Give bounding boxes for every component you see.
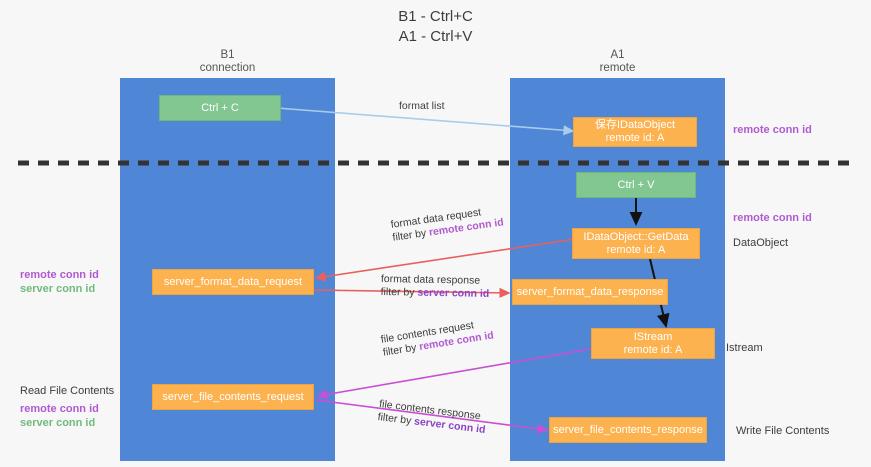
- note-left-server-conn-id-2: server conn id: [20, 417, 96, 429]
- box-save-idataobject[interactable]: 保存IDataObject remote id: A: [573, 117, 697, 147]
- box-server-format-data-response[interactable]: server_format_data_response: [512, 279, 668, 305]
- box-ctrl-c[interactable]: Ctrl + C: [159, 95, 281, 121]
- note-right-write-file-contents: Write File Contents: [736, 425, 830, 437]
- label-format-data-response-filter-prefix: filter by: [380, 285, 418, 299]
- box-ctrl-c-label: Ctrl + C: [201, 101, 239, 114]
- lane-header-a1: A1 remote: [510, 49, 725, 75]
- note-right-dataobject: DataObject: [733, 237, 789, 249]
- box-istream-line-2: remote id: A: [623, 343, 683, 356]
- lane-header-a1-role: remote: [599, 62, 636, 74]
- box-istream-line-1: IStream: [633, 330, 673, 343]
- box-istream[interactable]: IStream remote id: A: [591, 328, 715, 359]
- label-format-list: format list: [399, 100, 445, 112]
- note-right-remote-conn-id-top: remote conn id: [733, 124, 812, 136]
- note-left-remote-conn-id: remote conn id: [20, 269, 99, 281]
- label-format-data-request: format data request filter by remote con…: [390, 203, 505, 244]
- box-ctrl-v[interactable]: Ctrl + V: [576, 172, 696, 198]
- box-server-file-contents-response-label: server_file_contents_response: [553, 423, 703, 436]
- page-title: B1 - Ctrl+C A1 - Ctrl+V: [0, 7, 871, 47]
- note-left-server-conn-id: server conn id: [20, 283, 96, 295]
- box-server-format-data-request-label: server_format_data_request: [163, 275, 303, 288]
- note-left-remote-conn-id-2: remote conn id: [20, 403, 99, 415]
- box-idataobject-getdata-line-2: remote id: A: [606, 243, 666, 256]
- label-file-contents-response: file contents response filter by server …: [377, 398, 488, 437]
- note-right-istream: Istream: [726, 342, 763, 354]
- box-ctrl-v-label: Ctrl + V: [617, 178, 655, 191]
- box-idataobject-getdata-line-1: IDataObject::GetData: [583, 230, 689, 243]
- lane-header-b1: B1 connection: [120, 49, 335, 75]
- label-format-data-response-filter-key: server conn id: [417, 286, 490, 300]
- label-file-contents-request: file contents request filter by remote c…: [380, 316, 495, 359]
- box-idataobject-getdata[interactable]: IDataObject::GetData remote id: A: [572, 228, 700, 259]
- box-save-idataobject-line-2: remote id: A: [605, 132, 665, 144]
- title-line-2: A1 - Ctrl+V: [398, 28, 473, 45]
- box-server-file-contents-response[interactable]: server_file_contents_response: [549, 417, 707, 443]
- box-server-format-data-request[interactable]: server_format_data_request: [152, 269, 314, 295]
- label-format-data-response: format data response filter by server co…: [381, 273, 490, 301]
- label-format-data-response-text: format data response: [380, 273, 481, 287]
- box-server-file-contents-request-label: server_file_contents_request: [162, 390, 304, 403]
- lane-header-b1-name: B1: [220, 49, 235, 61]
- note-read-file-contents: Read File Contents: [20, 385, 115, 397]
- note-right-remote-conn-id-mid: remote conn id: [733, 212, 812, 224]
- lane-header-b1-role: connection: [199, 62, 256, 74]
- box-save-idataobject-line-1: 保存IDataObject: [594, 119, 676, 131]
- box-server-file-contents-request[interactable]: server_file_contents_request: [152, 384, 314, 410]
- lane-header-a1-name: A1: [610, 49, 625, 61]
- box-server-format-data-response-label: server_format_data_response: [516, 285, 664, 298]
- title-line-1: B1 - Ctrl+C: [398, 8, 473, 25]
